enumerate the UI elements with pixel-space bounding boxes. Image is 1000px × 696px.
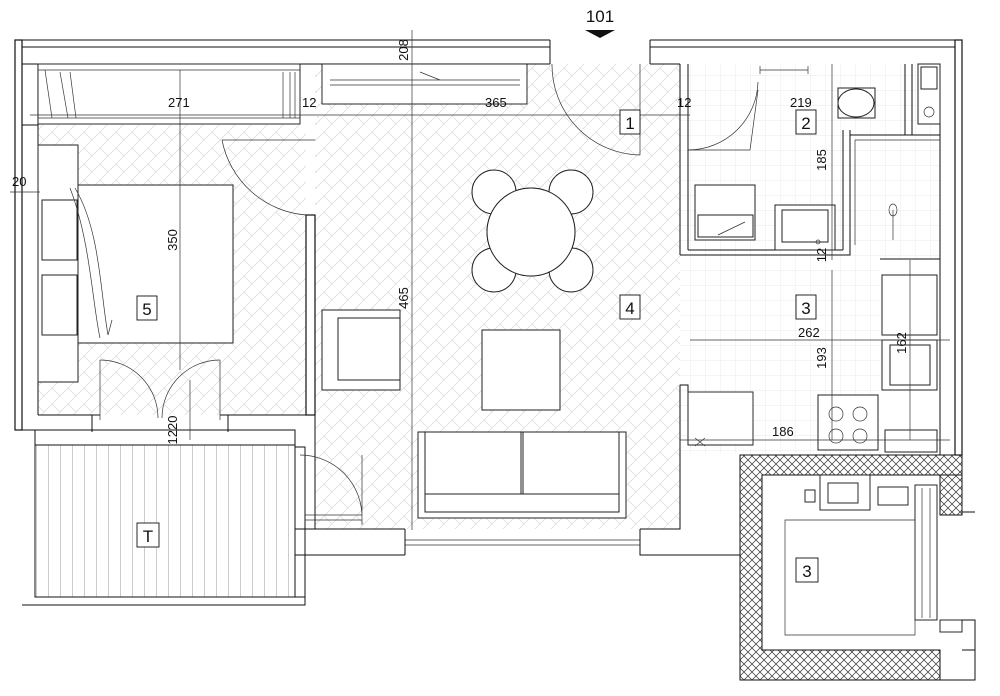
- room-label-5: 5: [136, 295, 158, 321]
- armchair: [321, 309, 401, 391]
- dim-365: 365: [485, 95, 507, 110]
- dim-465: 465: [396, 287, 411, 309]
- dim-208: 208: [396, 39, 411, 61]
- wall-bed-living: [305, 214, 316, 416]
- dimension-lines: [10, 30, 950, 530]
- room-label-terrace: T: [136, 522, 160, 548]
- entrance-arrow-icon: [585, 30, 615, 38]
- dim-350: 350: [165, 229, 180, 251]
- dim-185: 185: [814, 149, 829, 171]
- room-label-3-kitchen: 3: [795, 294, 817, 320]
- loggia: [739, 454, 976, 681]
- bed: [37, 144, 234, 383]
- room-label-2: 2: [795, 109, 817, 135]
- svg-text:3: 3: [802, 562, 811, 581]
- dining-table: [471, 169, 594, 293]
- dim-162: 162: [894, 332, 909, 354]
- svg-text:1: 1: [625, 114, 634, 133]
- dim-12-lower: 12: [814, 248, 829, 262]
- svg-text:2: 2: [801, 114, 810, 133]
- dim-271: 271: [168, 95, 190, 110]
- room-label-4: 4: [619, 294, 641, 320]
- doors: [99, 63, 759, 525]
- dim-186: 186: [772, 424, 794, 439]
- room-label-3-loggia: 3: [795, 557, 819, 583]
- bathroom-fixtures: [694, 63, 941, 251]
- unit-number: 101: [586, 7, 614, 26]
- svg-text:4: 4: [625, 299, 634, 318]
- dim-1220: 1220: [165, 416, 180, 445]
- svg-text:3: 3: [801, 299, 810, 318]
- dim-12-left: 12: [302, 95, 316, 110]
- wall-west: [14, 39, 23, 431]
- dim-262: 262: [798, 325, 820, 340]
- room-label-1: 1: [619, 109, 641, 135]
- svg-text:T: T: [143, 527, 153, 546]
- dim-20: 20: [12, 174, 26, 189]
- coffee-table: [481, 329, 561, 411]
- svg-text:5: 5: [142, 300, 151, 319]
- sofa: [417, 431, 627, 519]
- dim-193: 193: [814, 347, 829, 369]
- wall-east: [954, 39, 963, 456]
- unit-header: 101: [585, 7, 615, 38]
- terrace: [22, 444, 306, 606]
- dim-219: 219: [790, 95, 812, 110]
- top-windows: [37, 63, 528, 125]
- dim-12-mid: 12: [677, 95, 691, 110]
- bottom-window: [404, 529, 641, 555]
